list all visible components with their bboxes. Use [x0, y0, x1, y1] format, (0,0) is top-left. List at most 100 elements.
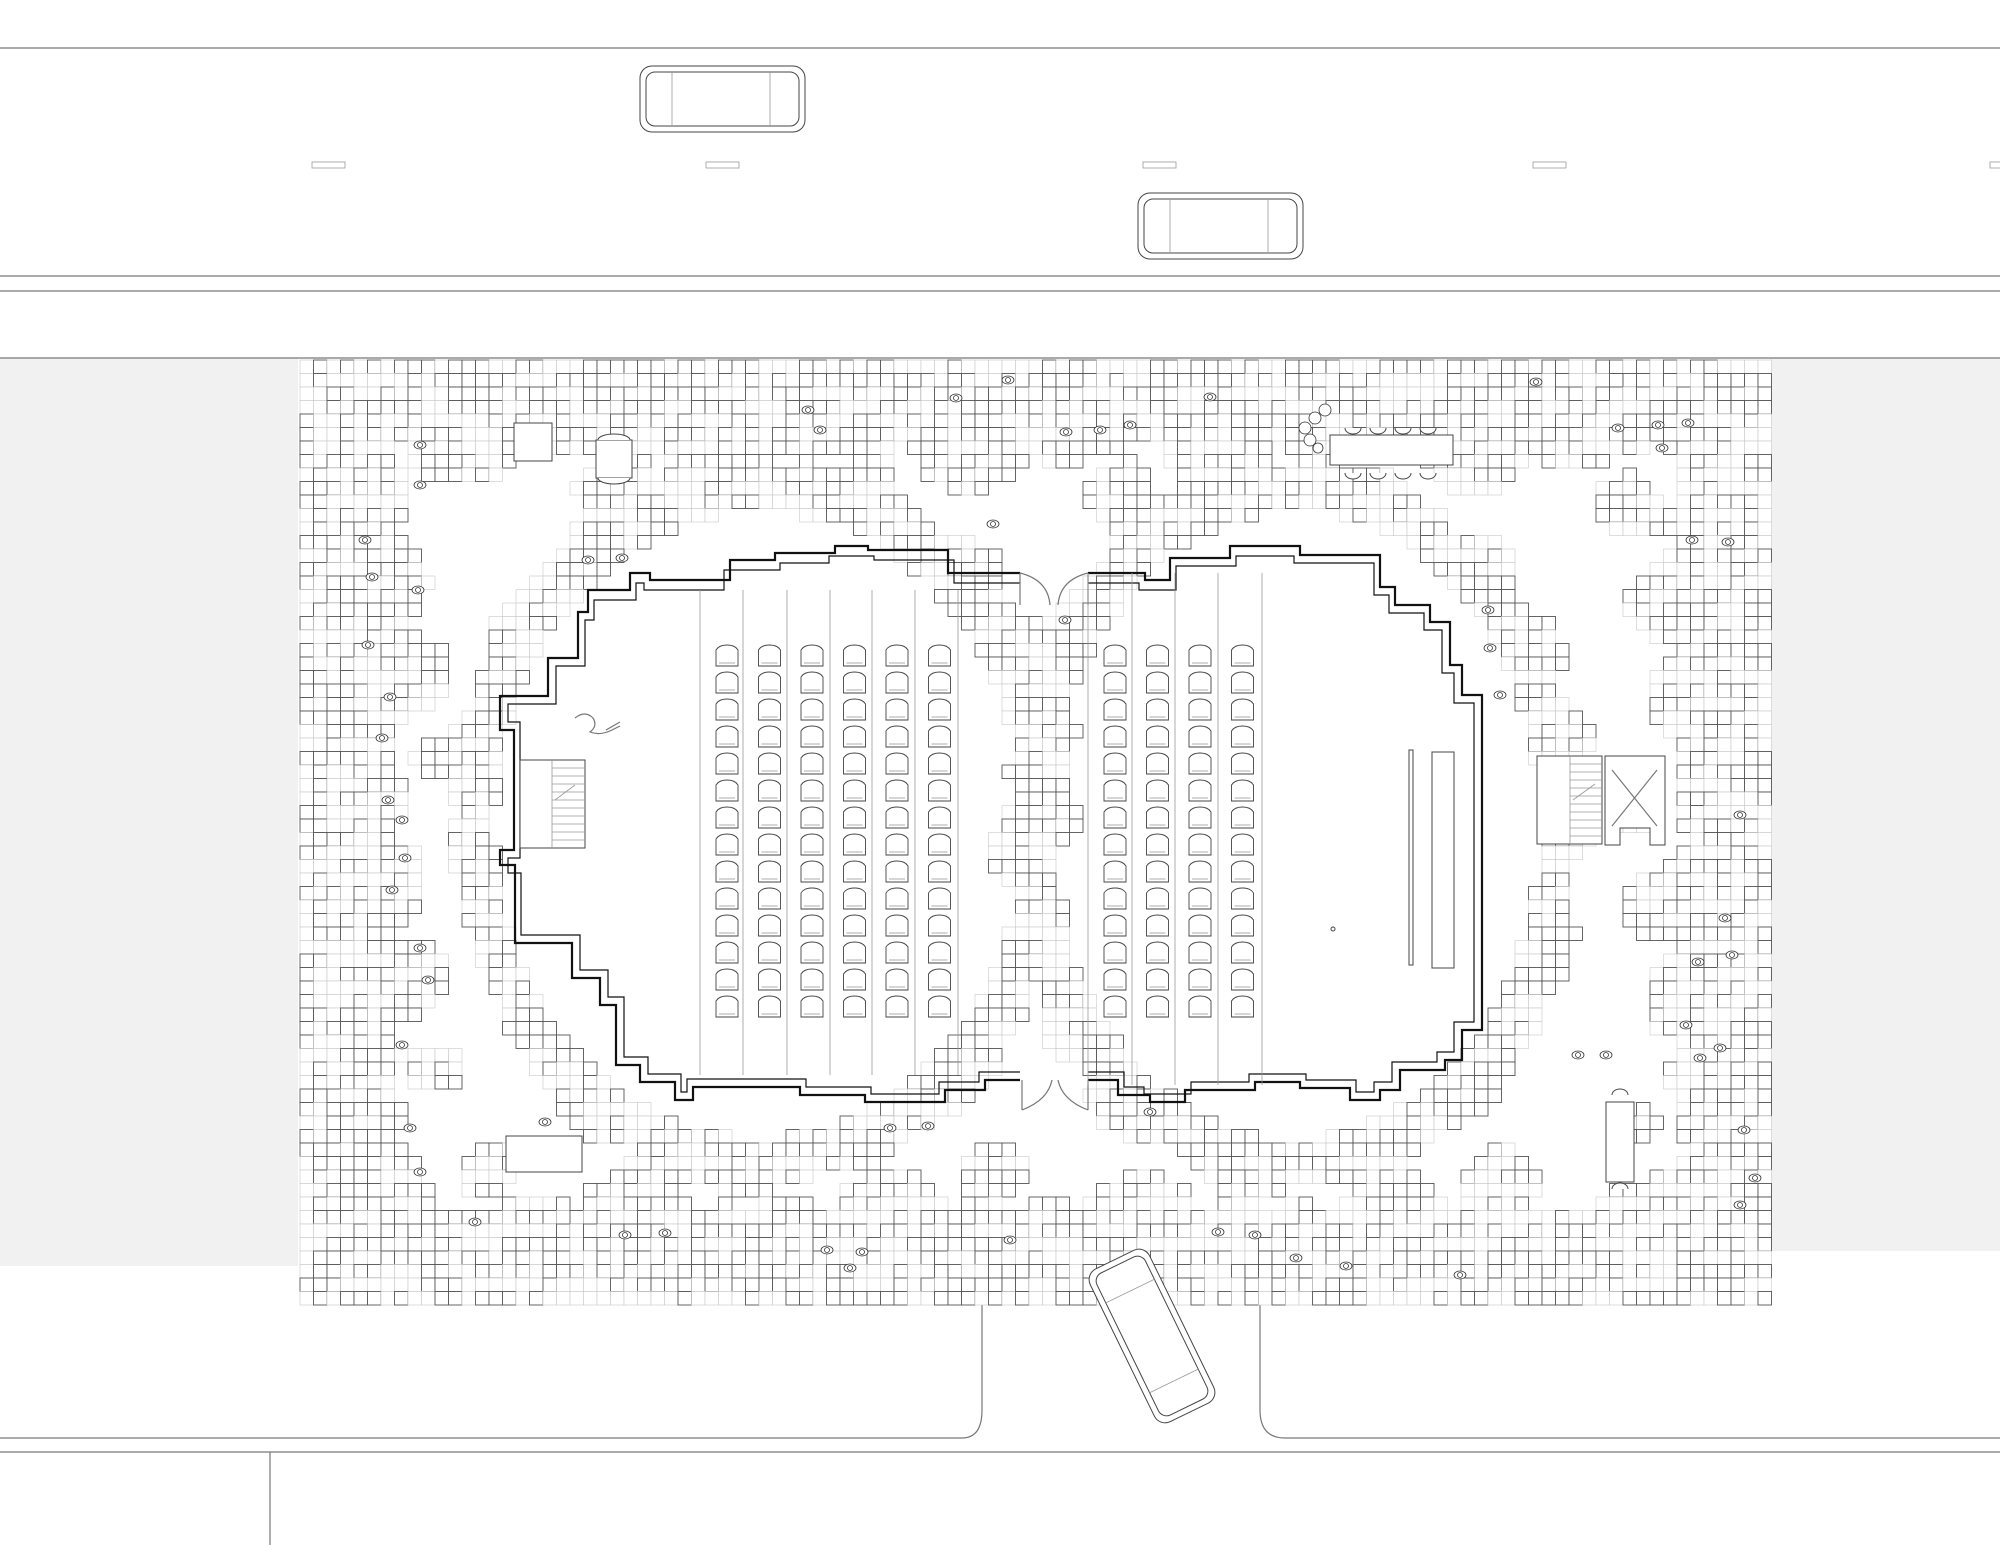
paving-tile [1055, 778, 1070, 793]
paving-tile [340, 1034, 355, 1049]
paving-tile [1474, 373, 1489, 388]
paving-tile [1663, 1237, 1678, 1252]
paving-tile [731, 386, 746, 401]
paving-tile [1541, 980, 1556, 995]
paving-tile [394, 602, 409, 617]
paving-tile [1028, 859, 1043, 874]
street [0, 47, 2000, 1545]
paving-tile [299, 670, 314, 685]
paving-tile [367, 548, 382, 563]
paving-tile [974, 1007, 989, 1022]
paving-tile [1744, 1007, 1759, 1022]
paving-tile [299, 427, 314, 442]
paving-tile [1487, 1048, 1502, 1063]
paving-tile [1190, 494, 1205, 509]
paving-tile [1312, 1210, 1327, 1225]
paving-tile [326, 940, 341, 955]
paving-tile [556, 1210, 571, 1225]
paving-tile [367, 791, 382, 806]
paving-tile [1703, 1129, 1718, 1144]
paving-tile [353, 589, 368, 604]
paving-tile [1460, 1223, 1475, 1238]
paving-tile [353, 953, 368, 968]
paving-tile [1366, 373, 1381, 388]
paving-tile [1555, 872, 1570, 887]
paving-tile [1717, 832, 1732, 847]
paving-tile [1676, 1115, 1691, 1130]
paving-tile [718, 440, 733, 455]
paving-tile [1015, 1264, 1030, 1279]
paving-tile [1730, 1223, 1745, 1238]
paving-tile [799, 1264, 814, 1279]
paving-tile [488, 629, 503, 644]
paving-tile [880, 400, 895, 415]
paving-tile [1433, 373, 1448, 388]
paving-tile [1271, 1264, 1286, 1279]
paving-tile [988, 454, 1003, 469]
paving-tile [1582, 373, 1597, 388]
paving-tile [1055, 818, 1070, 833]
paving-tile [1703, 616, 1718, 631]
entrance-doors[interactable] [1019, 572, 1089, 1111]
seat-icon [928, 914, 951, 937]
paving-tile [326, 1156, 341, 1171]
door-icon[interactable] [1019, 572, 1051, 606]
paving-tile [1163, 373, 1178, 388]
paving-tile [1028, 629, 1043, 644]
paving-tile [1555, 697, 1570, 712]
paving-tile [1393, 1210, 1408, 1225]
paving-tile [1501, 440, 1516, 455]
paving-tile [1001, 994, 1016, 1009]
paving-tile [907, 1183, 922, 1198]
neighbor-lot-right [1770, 358, 2000, 1251]
paving-tile [367, 1291, 382, 1306]
paving-tile [1744, 521, 1759, 536]
paving-tile [353, 427, 368, 442]
paving-tile [1555, 643, 1570, 658]
paving-tile [1447, 1250, 1462, 1265]
paving-tile [1541, 845, 1556, 860]
paving-tile [610, 413, 625, 428]
paving-tile [380, 940, 395, 955]
seat-icon [1146, 995, 1169, 1018]
paving-tile [1676, 589, 1691, 604]
paving-tile [353, 683, 368, 698]
paving-tile [1622, 1210, 1637, 1225]
seat-icon [1188, 725, 1212, 748]
paving-tile [1703, 697, 1718, 712]
paving-tile [1582, 427, 1597, 442]
paving-tile [1447, 1115, 1462, 1130]
paving-tile [1528, 616, 1543, 631]
paving-tile [1703, 832, 1718, 847]
paving-tile [1028, 751, 1043, 766]
paving-tile [1757, 737, 1772, 752]
paving-tile [1757, 427, 1772, 442]
paving-tile [1109, 413, 1124, 428]
paving-tile [434, 751, 449, 766]
paving-tile [812, 386, 827, 401]
paving-tile [1730, 1277, 1745, 1292]
paving-tile [421, 683, 436, 698]
paving-tile [488, 913, 503, 928]
paving-tile [1757, 508, 1772, 523]
paving-tile [1447, 562, 1462, 577]
paving-tile [1676, 967, 1691, 982]
paving-tile [353, 1102, 368, 1117]
door-icon[interactable] [1021, 1079, 1053, 1111]
paving-tile [1069, 400, 1084, 415]
paving-tile [988, 845, 1003, 860]
paving-tile [1069, 1210, 1084, 1225]
paving-tile [1622, 899, 1637, 914]
paving-tile [1001, 1007, 1016, 1022]
car-driveway [1088, 1248, 1216, 1424]
paving-tile [1514, 980, 1529, 995]
paving-tile [367, 670, 382, 685]
paving-tile [380, 670, 395, 685]
paving-tile [1730, 400, 1745, 415]
paving-tile [988, 413, 1003, 428]
paving-tile [1730, 1291, 1745, 1306]
paving-tile [677, 1291, 692, 1306]
paving-tile [448, 1277, 463, 1292]
paving-tile [1555, 440, 1570, 455]
paving-tile [1717, 1088, 1732, 1103]
